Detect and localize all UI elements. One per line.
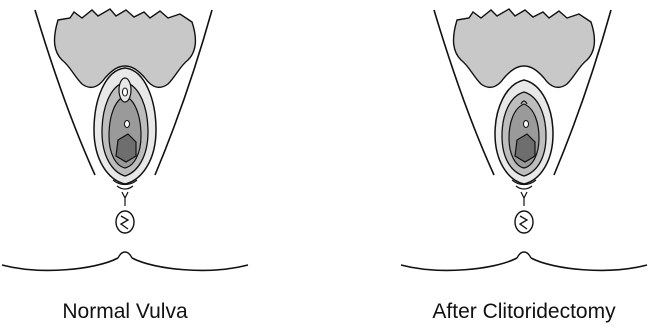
left-buttock-outline bbox=[2, 258, 118, 270]
perineum-fold-2 bbox=[117, 186, 133, 189]
caption-clitoridectomy: After Clitoridectomy bbox=[399, 300, 649, 324]
normal-vulva-illustration bbox=[0, 0, 250, 290]
urethral-opening bbox=[125, 121, 130, 128]
right-buttock-outline bbox=[531, 258, 647, 270]
caption-normal: Normal Vulva bbox=[0, 300, 250, 324]
clitoris bbox=[123, 88, 128, 96]
perineum-line bbox=[521, 192, 527, 206]
diagram-panel-clitoridectomy: After Clitoridectomy bbox=[399, 0, 649, 328]
left-buttock-outline bbox=[401, 258, 517, 270]
perineum-line bbox=[122, 192, 128, 206]
diagram-panel-normal: Normal Vulva bbox=[0, 0, 250, 328]
clitoridectomy-illustration bbox=[399, 0, 649, 290]
perineum-fold-2 bbox=[516, 186, 532, 189]
gluteal-cleft bbox=[118, 252, 132, 258]
gluteal-cleft bbox=[517, 252, 531, 258]
right-buttock-outline bbox=[132, 258, 248, 270]
pubic-hair-region bbox=[454, 9, 595, 87]
urethral-opening bbox=[524, 121, 529, 128]
